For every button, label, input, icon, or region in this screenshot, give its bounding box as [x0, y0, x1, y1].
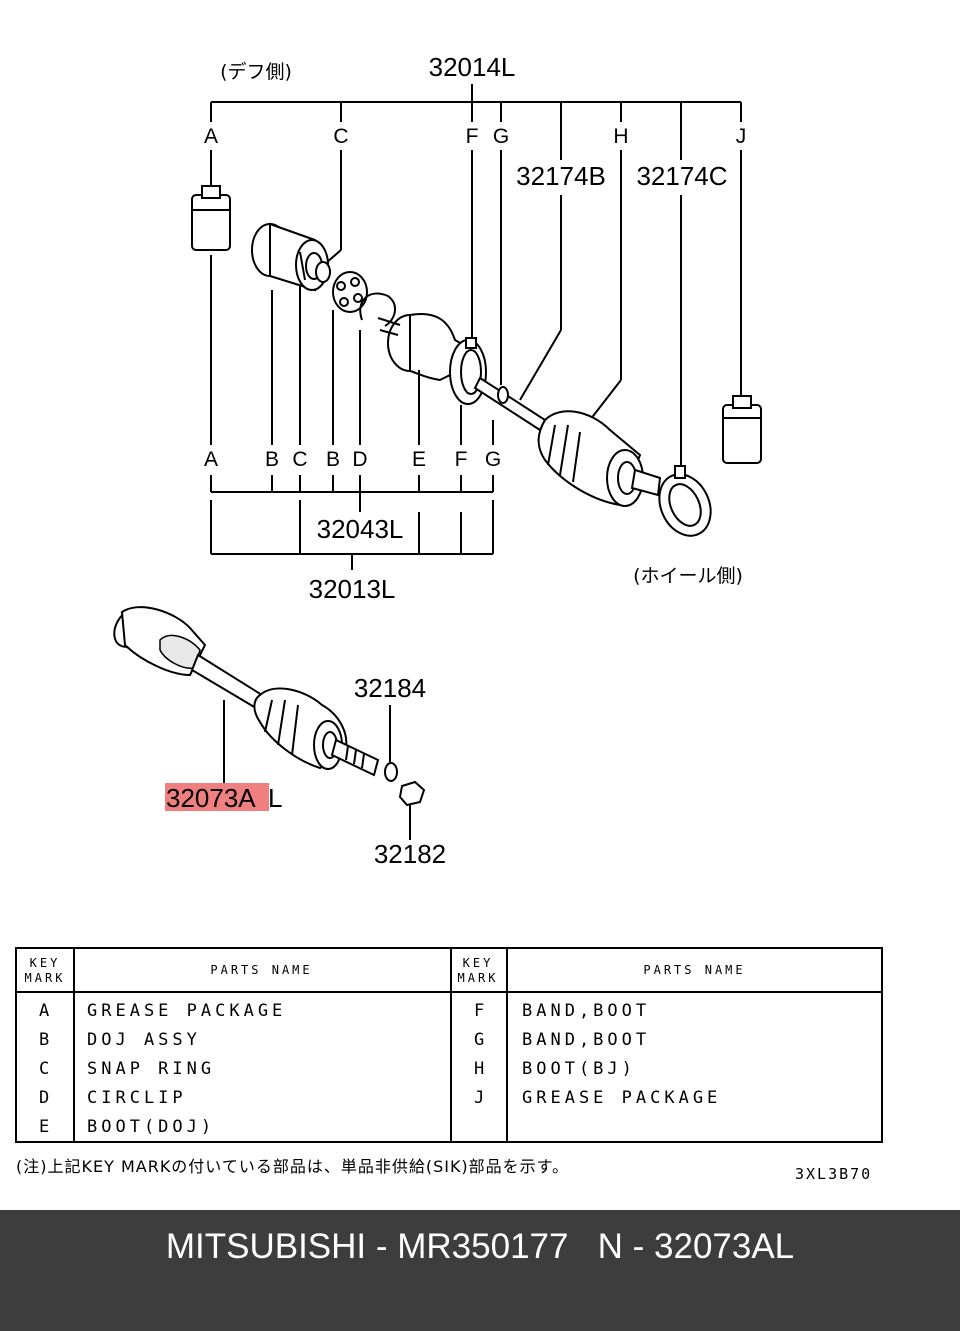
footnote: (注)上記KEY MARKの付いている部品は、単品非供給(SIK)部品を示す。	[16, 1157, 570, 1176]
label-32014L: 32014L	[429, 52, 516, 82]
drawing-code: 3XL3B70	[795, 1165, 873, 1183]
bottom-brackets	[210, 475, 494, 570]
part-number-title: MITSUBISHI - MR350177 N - 32073AL	[165, 1226, 795, 1266]
label-32184: 32184	[354, 673, 426, 703]
table-header-divider	[17, 991, 881, 993]
key-cell: F	[474, 1000, 489, 1021]
parts-table: KEY MARK PARTS NAME KEY MARK PARTS NAME …	[15, 947, 883, 1143]
label-wheel-side: (ホイール側)	[633, 565, 743, 587]
bottom-key-c: C	[292, 448, 307, 471]
label-32174C: 32174C	[636, 161, 727, 191]
part-name-cell: BAND,BOOT	[522, 1000, 651, 1021]
top-key-g: G	[493, 125, 509, 148]
part-name-cell: SNAP RING	[87, 1058, 216, 1079]
bottom-key-d: D	[352, 448, 367, 471]
bottom-key-e: E	[412, 448, 426, 471]
header-key-mark-right: KEY MARK	[457, 955, 499, 985]
bottom-key-b2: B	[326, 448, 340, 471]
header-parts-name-right: PARTS NAME	[643, 963, 746, 977]
key-cell: J	[474, 1087, 489, 1108]
footer-banner: MITSUBISHI - MR350177 N - 32073AL	[0, 1210, 960, 1331]
part-name-cell: BAND,BOOT	[522, 1029, 651, 1050]
top-key-j: J	[736, 125, 747, 148]
top-key-h: H	[613, 125, 628, 148]
part-name-cell: BOOT(DOJ)	[87, 1116, 216, 1137]
top-key-f: F	[466, 125, 479, 148]
lower-leaders	[223, 700, 411, 840]
label-32182: 32182	[374, 839, 446, 869]
label-32174B: 32174B	[516, 161, 606, 191]
table-divider	[450, 949, 452, 1141]
bottom-key-g: G	[485, 448, 501, 471]
label-32013L: 32013L	[309, 574, 396, 604]
label-32043L: 32043L	[317, 514, 404, 544]
top-bracket	[210, 84, 742, 160]
inner-race	[332, 271, 368, 313]
band-boot-f	[449, 337, 487, 405]
bottom-key-f: F	[455, 448, 468, 471]
part-name-cell: GREASE PACKAGE	[87, 1000, 287, 1021]
header-parts-name: PARTS NAME	[210, 963, 313, 977]
part-name-cell: CIRCLIP	[87, 1087, 187, 1108]
table-divider	[73, 949, 75, 1141]
label-suffix-L: L	[268, 783, 282, 813]
top-key-c: C	[333, 125, 348, 148]
key-cell: E	[39, 1116, 54, 1137]
header-key-mark: KEY MARK	[24, 955, 66, 985]
bottom-key-a: A	[204, 448, 218, 471]
key-cell: D	[39, 1087, 54, 1108]
top-key-a: A	[204, 125, 218, 148]
label-diff-side: (デフ側)	[220, 61, 292, 83]
circlip	[359, 292, 396, 327]
grease-package-right	[722, 395, 762, 464]
key-cell: C	[39, 1058, 54, 1079]
doj-housing	[251, 222, 329, 292]
drive-shaft	[473, 376, 547, 432]
part-name-cell: BOOT(BJ)	[522, 1058, 636, 1079]
bottom-leaders	[210, 255, 494, 445]
key-cell: A	[39, 1000, 54, 1021]
table-divider	[506, 949, 508, 1141]
key-cell: G	[474, 1029, 489, 1050]
driveshaft-assembly	[113, 606, 426, 807]
snap-ring	[315, 261, 331, 283]
boot-bj	[537, 410, 662, 507]
part-name-cell: GREASE PACKAGE	[522, 1087, 722, 1108]
label-32073A: 32073A	[166, 783, 256, 813]
bottom-key-b: B	[265, 448, 279, 471]
key-cell: B	[39, 1029, 54, 1050]
part-name-cell: DOJ ASSY	[87, 1029, 201, 1050]
grease-package-left	[191, 185, 231, 251]
part-highlight	[165, 783, 269, 811]
exploded-parts-diagram: 32014L (デフ側) A C F G H J 32174B 32174C	[113, 52, 762, 869]
top-leaders	[210, 150, 742, 475]
band-boot-outer	[658, 465, 712, 537]
key-cell: H	[474, 1058, 489, 1079]
